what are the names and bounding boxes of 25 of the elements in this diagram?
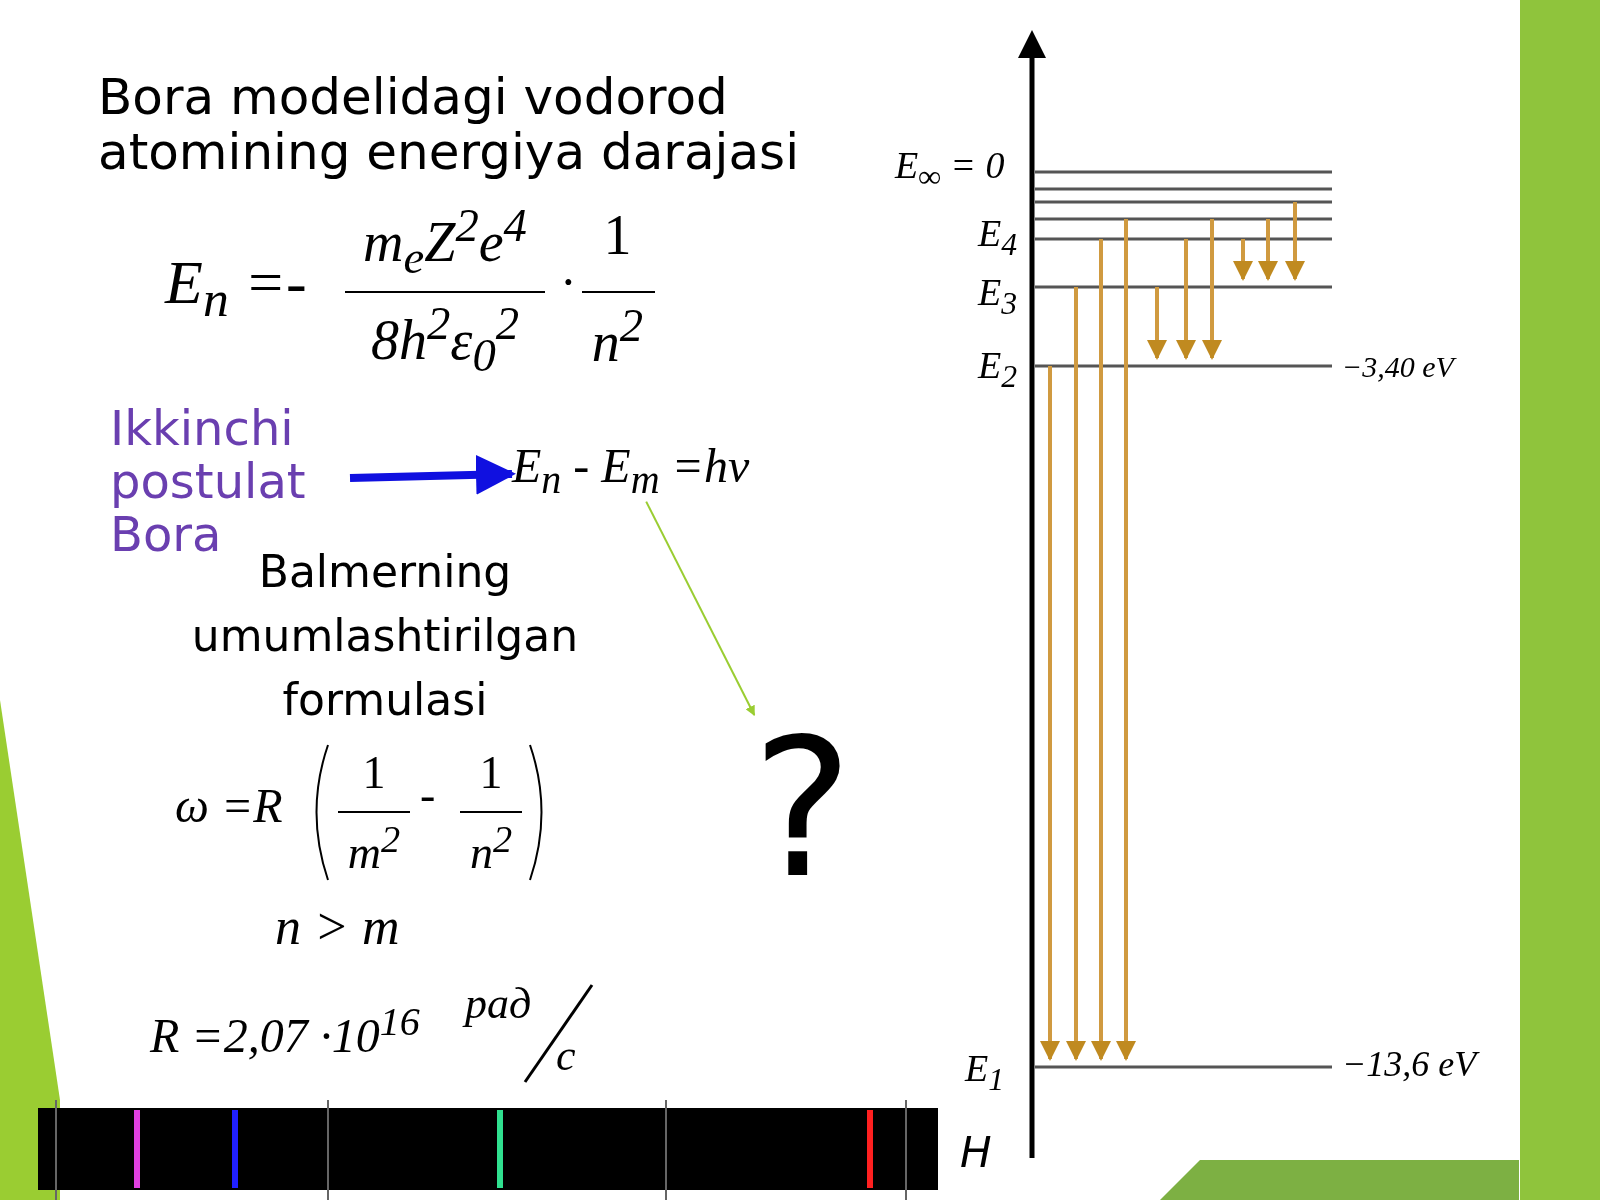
energy-level-label: E$_{3}$ xyxy=(978,272,1018,322)
formula-text: · xyxy=(560,255,577,310)
formula-text: - xyxy=(420,770,436,821)
formula-text: ω =R xyxy=(175,780,283,833)
energy-level-label: E$_{4}$ xyxy=(978,213,1018,263)
formula-text: E$_{n}$ =- xyxy=(165,248,307,329)
formula-text: 1 xyxy=(478,748,504,799)
formula-text: n$^{2}$ xyxy=(468,818,514,879)
formula-text: R =2,07 ·10$^{16}$ xyxy=(150,1000,420,1063)
formula-text: E$_{n}$ - E$_{m}$ =hν xyxy=(512,440,750,502)
element-symbol: H xyxy=(960,1130,992,1177)
unit-text: c xyxy=(556,1032,576,1081)
energy-level-label: E$_{1}$ xyxy=(965,1048,1005,1098)
formula-text: n > m xyxy=(275,898,400,956)
energy-level-label: E$_{∞}$ = 0 xyxy=(895,145,1005,195)
formula-text: 1 xyxy=(361,748,387,799)
formula-text: n$^{2}$ xyxy=(590,300,645,374)
arrow xyxy=(645,500,756,716)
formula-text: m$^{2}$ xyxy=(346,818,402,879)
question-mark: ? xyxy=(752,715,853,905)
formula-text: m$_{e}$Z$^{2}$e$^{4}$ xyxy=(362,200,528,284)
energy-level-label: E$_{2}$ xyxy=(978,345,1018,395)
title: Bora modelidagi vodorod atomining energiya darajasi xyxy=(98,70,801,180)
formula-text: 1 xyxy=(602,205,633,267)
arrow xyxy=(349,454,516,495)
